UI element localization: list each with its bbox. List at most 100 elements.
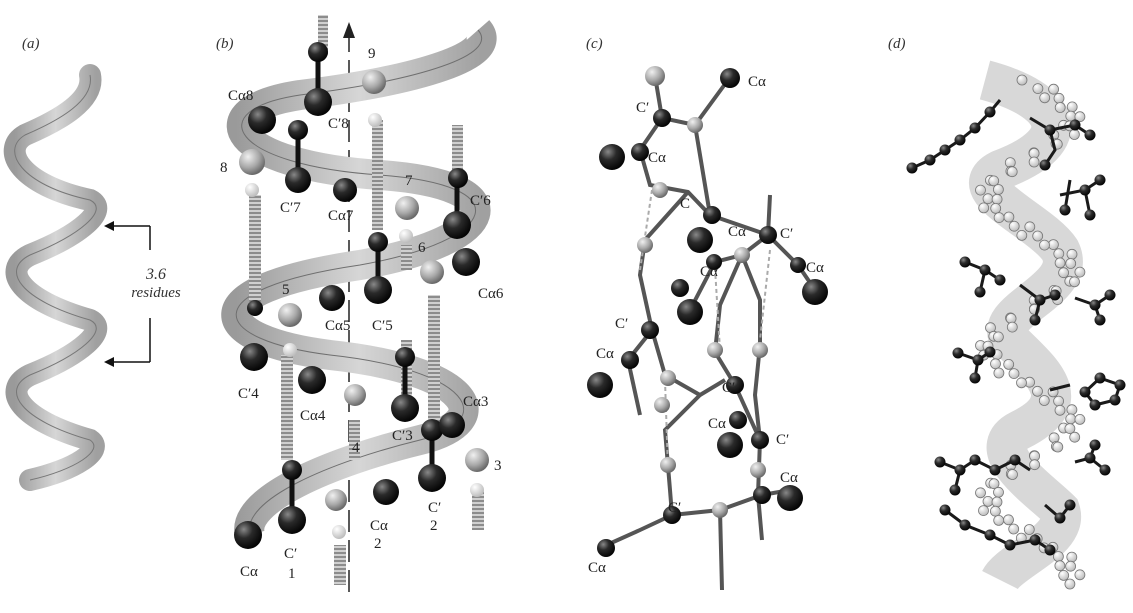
atom-dark — [373, 479, 399, 505]
backbone-atom — [1069, 130, 1079, 140]
atom-dark — [443, 211, 471, 239]
axis-arrow-icon — [343, 22, 355, 38]
residue-number: 3 — [494, 458, 502, 474]
atom-hydrogen — [399, 229, 413, 243]
side-chain-atom — [1010, 455, 1021, 466]
side-chain-atom — [975, 287, 986, 298]
panel-b-label: (b) — [216, 36, 234, 52]
side-chain-atom — [1095, 315, 1106, 326]
residues-word: residues — [131, 285, 181, 301]
backbone-atom — [1075, 267, 1085, 277]
panel-a-label: (a) — [22, 36, 40, 52]
atom-nitrogen — [750, 462, 766, 478]
atom-label: Cα6 — [478, 286, 504, 302]
backbone-atom — [1066, 561, 1076, 571]
backbone-atom — [1055, 405, 1065, 415]
h-bond — [401, 245, 412, 270]
side-chain-atom — [990, 465, 1001, 476]
atom-nitrogen — [239, 149, 265, 175]
atom-dark — [278, 506, 306, 534]
backbone-atom — [992, 497, 1002, 507]
arrow-down-icon — [104, 357, 114, 367]
atom-oxygen — [777, 485, 803, 511]
atom-dark — [308, 42, 328, 62]
side-chain-atom — [1110, 395, 1121, 406]
atom-hydrogen — [470, 483, 484, 497]
side-chain-atom — [1090, 400, 1101, 411]
atom-dark — [452, 248, 480, 276]
atom-nitrogen — [645, 66, 665, 86]
side-chain-atom — [1085, 453, 1096, 464]
atom-label: Cα8 — [228, 88, 253, 104]
side-chain-atom — [1100, 465, 1111, 476]
backbone-atom — [1025, 222, 1035, 232]
residue-number: 8 — [220, 160, 228, 176]
atom-label: Cα5 — [325, 318, 350, 334]
side-chain-atom — [970, 455, 981, 466]
side-chain-atom — [980, 265, 991, 276]
backbone-atom — [991, 203, 1001, 213]
backbone-atom — [1040, 240, 1050, 250]
atom-nitrogen — [707, 342, 723, 358]
side-chain-atom — [985, 107, 996, 118]
atom-nitrogen — [712, 502, 728, 518]
atom-label: C′ — [636, 100, 649, 116]
backbone-atom — [1059, 570, 1069, 580]
h-bond — [452, 125, 463, 170]
backbone-atom — [992, 194, 1002, 204]
side-chain-atom — [1080, 387, 1091, 398]
panel-a: (a) 3.6 residues — [15, 36, 181, 480]
side-chain-atom — [1065, 500, 1076, 511]
side-chain-atom — [1050, 290, 1061, 301]
side-chain-atom — [970, 373, 981, 384]
atom-dark — [703, 206, 721, 224]
atom-nitrogen — [395, 196, 419, 220]
atom-dark — [298, 366, 326, 394]
side-chain-atom — [960, 520, 971, 531]
backbone-atom — [1030, 460, 1040, 470]
residues-count: 3.6 — [145, 266, 166, 283]
atom-dark — [631, 143, 649, 161]
backbone-atom — [1054, 249, 1064, 259]
residue-number: 7 — [405, 173, 413, 189]
atom-dark — [391, 394, 419, 422]
residue-number: 5 — [282, 282, 290, 298]
atom-oxygen — [687, 227, 713, 253]
atom-nitrogen — [637, 237, 653, 253]
atom-dark — [288, 120, 308, 140]
panel-c: (c) — [586, 36, 828, 590]
backbone-atom — [993, 185, 1003, 195]
atom-label: C′ — [668, 500, 681, 516]
backbone-atom — [1067, 249, 1077, 259]
backbone-atom — [1007, 322, 1017, 332]
atom-dark — [418, 464, 446, 492]
panel-c-label: (c) — [586, 36, 603, 52]
backbone-atom — [1053, 442, 1063, 452]
atom-label: C′ — [780, 226, 793, 242]
atom-hydrogen — [368, 113, 382, 127]
residue-number: 9 — [368, 46, 376, 62]
backbone-atom — [1049, 84, 1059, 94]
atom-dark — [319, 285, 345, 311]
backbone-atom — [983, 194, 993, 204]
atom-dark — [240, 343, 268, 371]
atom-label: C′4 — [238, 386, 259, 402]
atom-label: Cα — [370, 518, 388, 534]
atom-oxygen — [599, 144, 625, 170]
side-chain-atom — [985, 347, 996, 358]
h-bond — [281, 355, 293, 460]
atom-label: Cα — [708, 416, 726, 432]
atom-dark — [790, 257, 806, 273]
backbone-atom — [1017, 230, 1027, 240]
backbone-atom — [1067, 552, 1077, 562]
atom-nitrogen — [654, 397, 670, 413]
side-chain-atom — [970, 123, 981, 134]
side-chain-atom — [1090, 300, 1101, 311]
backbone-atom — [1024, 525, 1034, 535]
side-chain-atom — [953, 348, 964, 359]
backbone-atom — [1004, 515, 1014, 525]
backbone-atom — [1009, 221, 1019, 231]
atom-nitrogen — [752, 342, 768, 358]
side-chain-atom — [1005, 540, 1016, 551]
